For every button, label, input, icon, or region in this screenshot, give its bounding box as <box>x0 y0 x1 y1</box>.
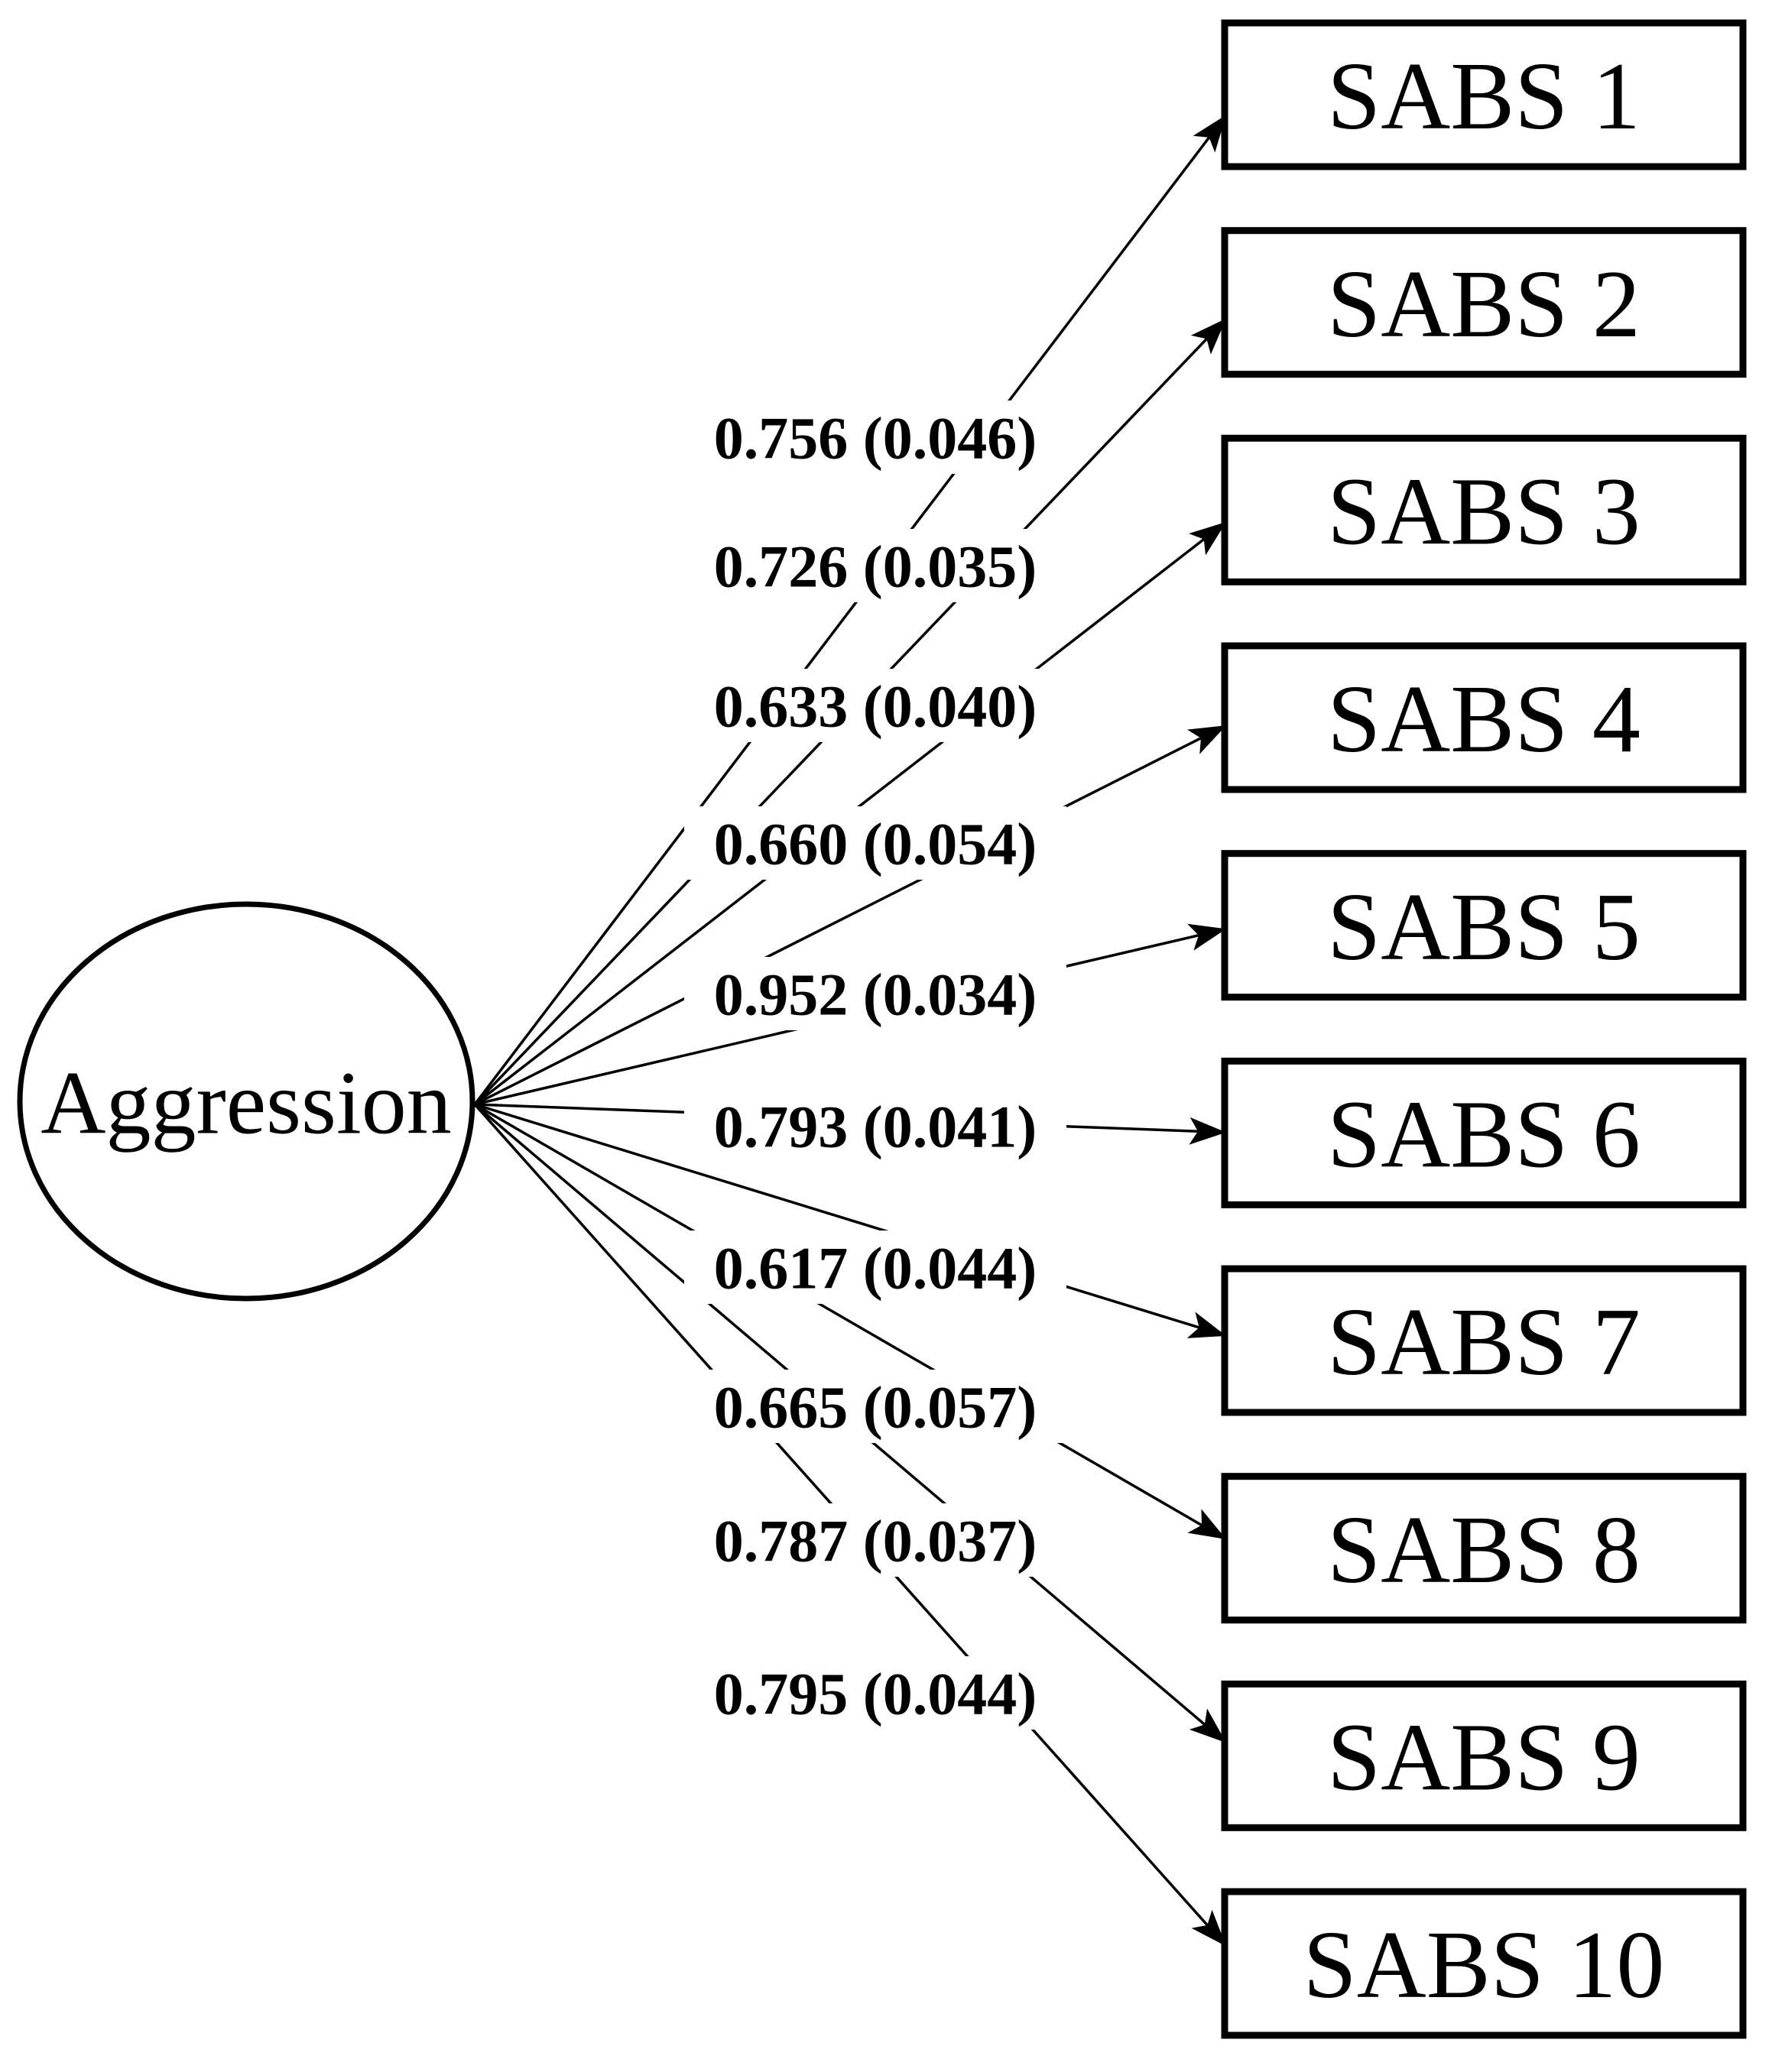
loading-label-bg <box>684 957 1066 1030</box>
latent-label: Aggression <box>41 1052 452 1153</box>
indicator-label: SABS 6 <box>1327 1081 1641 1188</box>
loading-label: 0.726 (0.035) <box>714 533 1037 599</box>
indicator-label: SABS 4 <box>1327 666 1641 773</box>
loading-label: 0.665 (0.057) <box>714 1373 1037 1440</box>
loading-label: 0.793 (0.041) <box>714 1093 1037 1159</box>
indicator-box <box>1221 1680 1747 1831</box>
loading-label: 0.633 (0.040) <box>714 673 1037 739</box>
indicator-label: SABS 1 <box>1327 44 1641 150</box>
loading-arrow <box>473 114 1228 1106</box>
indicator-box <box>1221 1057 1747 1208</box>
indicator-label: SABS 9 <box>1327 1704 1641 1811</box>
indicator-label: SABS 5 <box>1327 874 1641 981</box>
indicator-box <box>1221 19 1747 170</box>
loading-label: 0.756 (0.046) <box>714 404 1037 471</box>
indicator-box <box>1221 434 1747 585</box>
indicator-box <box>1221 1265 1747 1416</box>
latent-node-layer: Aggression <box>17 901 475 1302</box>
indicator-label: SABS 2 <box>1327 251 1641 358</box>
loading-arrow <box>474 1103 1227 1338</box>
loading-label-bg <box>684 806 1066 880</box>
indicator-label: SABS 3 <box>1327 459 1641 565</box>
loading-arrow <box>474 724 1227 1106</box>
loading-label-bg <box>684 1089 1066 1162</box>
loading-labels-layer: 0.756 (0.046) 0.726 (0.035) 0.633 (0.040) 0… <box>684 400 1066 1730</box>
indicator-box <box>1221 227 1747 378</box>
loading-label-bg <box>684 529 1066 602</box>
loading-label-bg <box>684 1503 1066 1577</box>
loading-label: 0.952 (0.034) <box>714 961 1037 1027</box>
latent-ellipse <box>17 901 475 1302</box>
indicator-box <box>1221 1473 1747 1624</box>
loading-arrow <box>474 1103 1227 1541</box>
loading-label: 0.617 (0.044) <box>714 1234 1037 1301</box>
loading-label: 0.795 (0.044) <box>714 1660 1037 1727</box>
loading-label-bg <box>684 400 1066 474</box>
loading-label-bg <box>684 669 1066 742</box>
indicator-box <box>1221 1888 1747 2039</box>
indicator-label: SABS 7 <box>1327 1289 1641 1396</box>
loading-label: 0.787 (0.037) <box>714 1507 1037 1574</box>
indicator-boxes-layer: SABS 1 SABS 2 SABS 3 SABS 4 SABS 5 SABS 6 SABS… <box>1221 19 1747 2039</box>
loading-label-bg <box>684 1231 1066 1304</box>
indicator-label: SABS 8 <box>1327 1497 1641 1603</box>
indicator-box <box>1221 850 1747 1001</box>
loading-label-bg <box>684 1370 1066 1443</box>
indicator-box <box>1221 642 1747 793</box>
loading-label: 0.660 (0.054) <box>714 810 1037 877</box>
loading-label-bg <box>684 1656 1066 1730</box>
indicator-label: SABS 10 <box>1303 1912 1665 2018</box>
